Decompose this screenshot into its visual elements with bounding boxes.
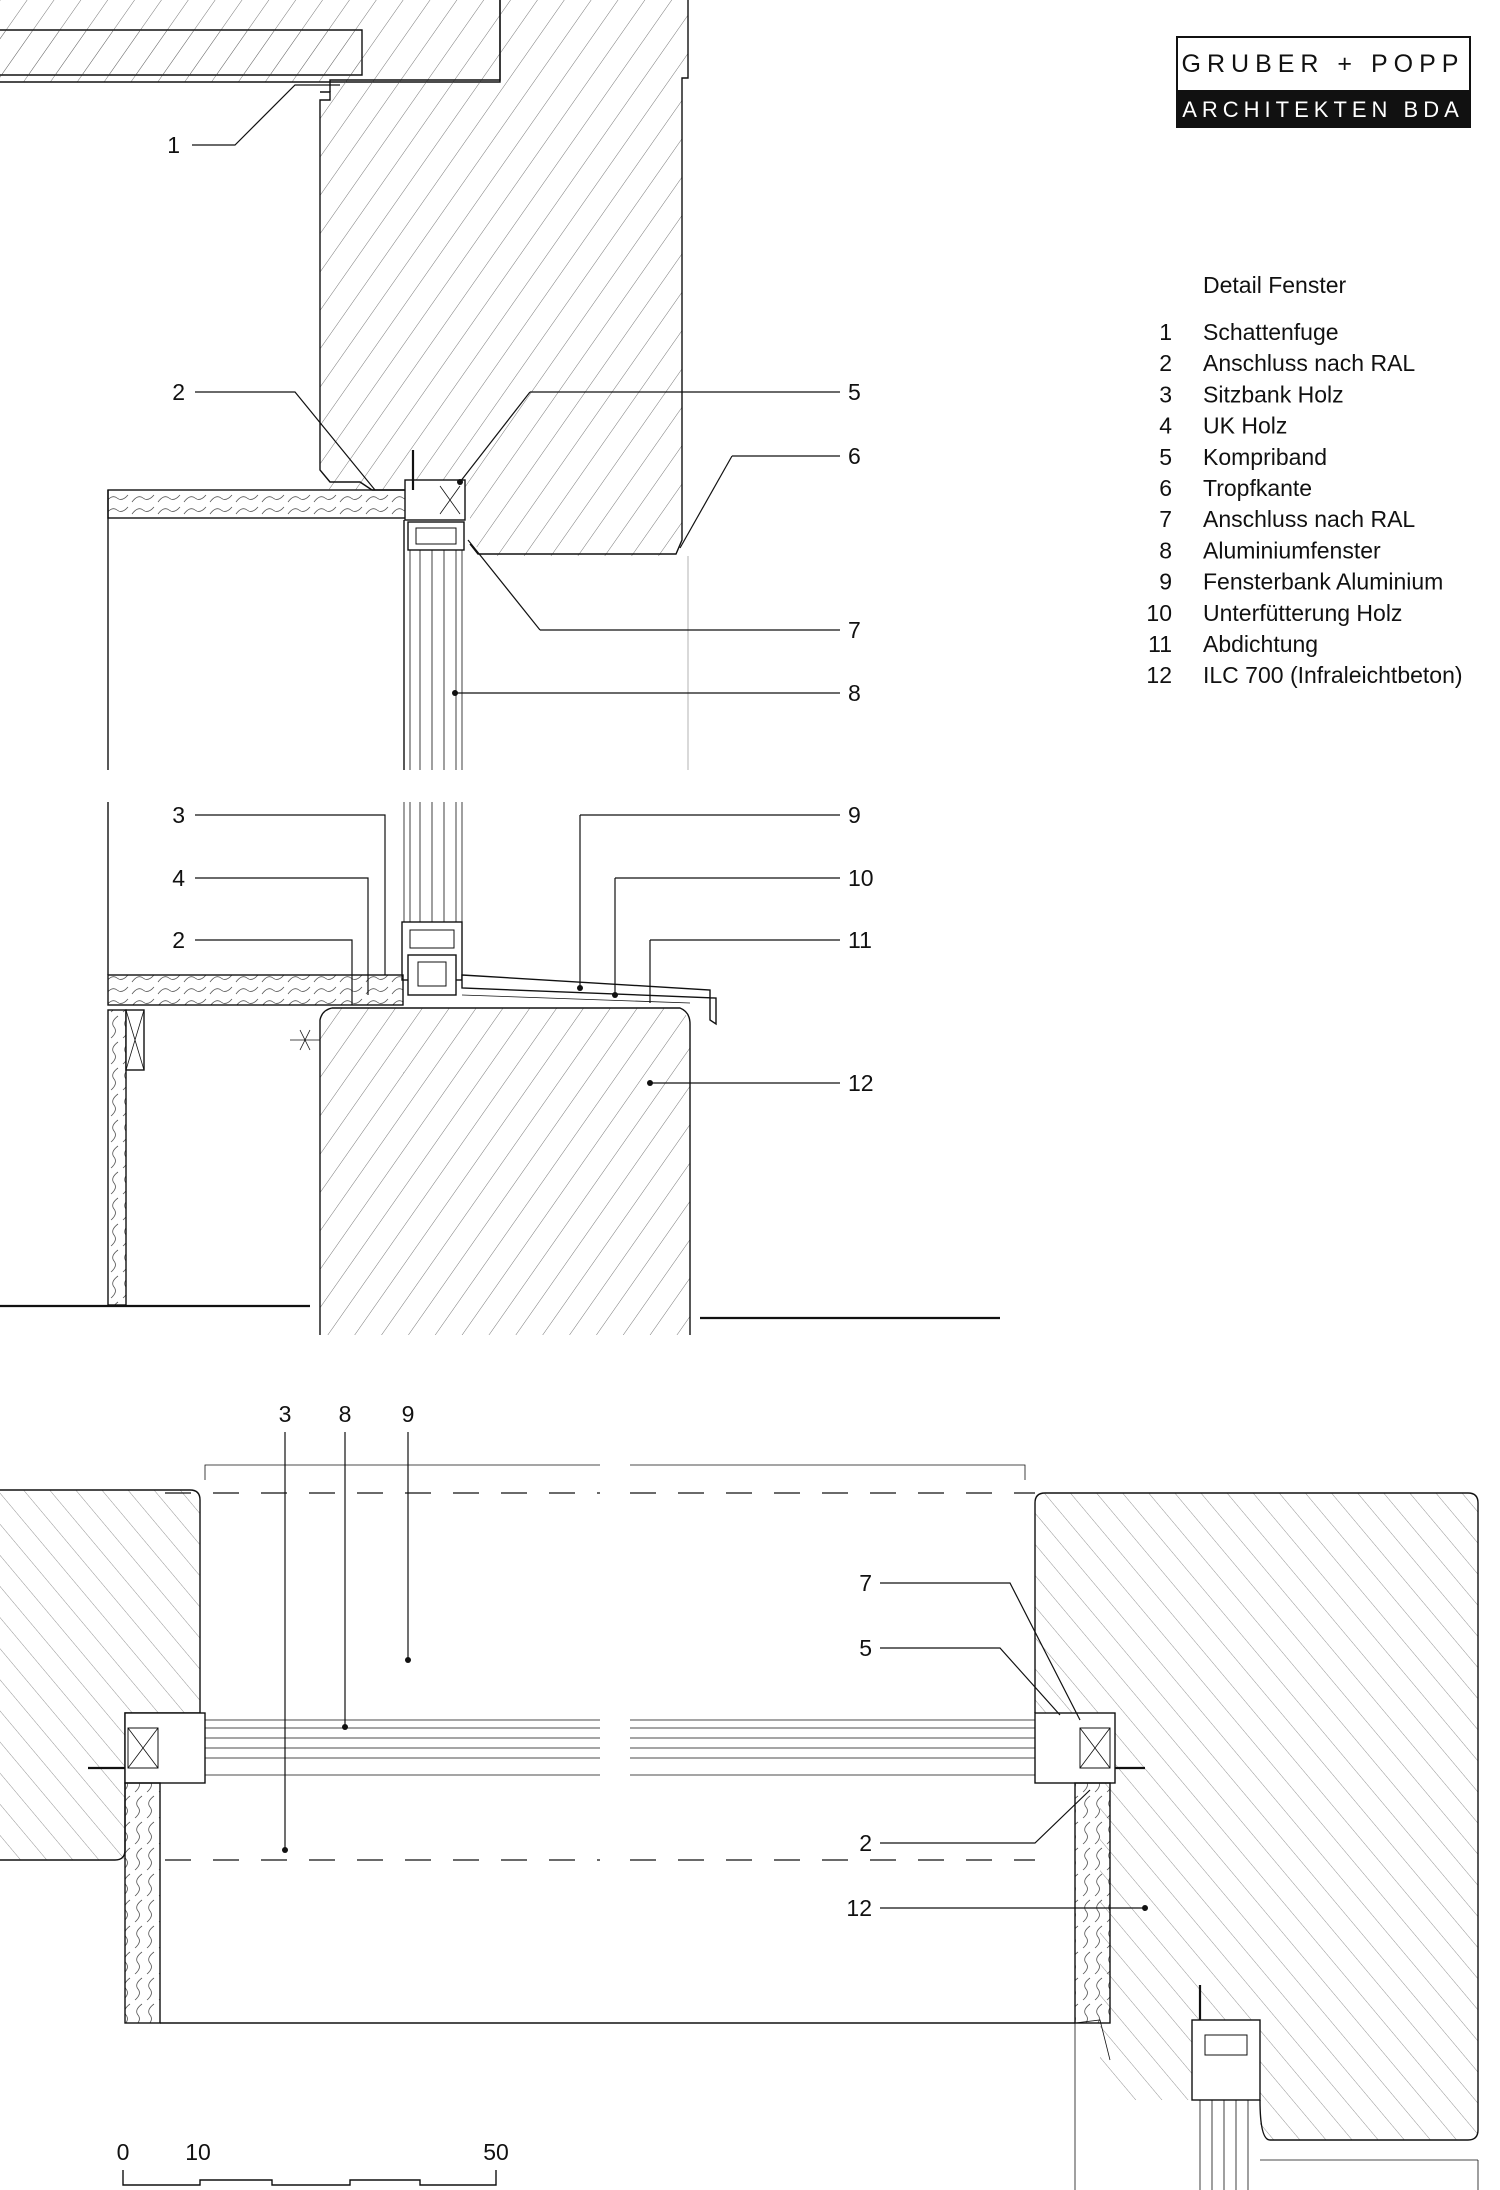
legend-item-label: Fensterbank Aluminium <box>1203 569 1443 595</box>
scale-label-0: 0 <box>117 2139 130 2165</box>
legend-item-label: UK Holz <box>1203 413 1287 439</box>
legend-item-number: 10 <box>1146 600 1172 626</box>
legend-item-number: 6 <box>1159 475 1172 501</box>
legend-item-label: Abdichtung <box>1203 631 1318 657</box>
callout-2-bottom: 2 <box>172 927 185 953</box>
legend-item-label: Tropfkante <box>1203 475 1312 501</box>
plan-callouts: 3 8 9 7 5 2 12 <box>279 1401 872 1921</box>
legend-item-label: Schattenfuge <box>1203 319 1339 345</box>
plan-callout-5: 5 <box>859 1635 872 1661</box>
callout-10: 10 <box>848 865 874 891</box>
legend-item-label: Kompriband <box>1203 444 1327 470</box>
callout-8: 8 <box>848 680 861 706</box>
legend-item-number: 5 <box>1159 444 1172 470</box>
callout-leaders <box>192 84 1145 1909</box>
legend-item-number: 1 <box>1159 319 1172 345</box>
plan-callout-9: 9 <box>402 1401 415 1427</box>
callout-6: 6 <box>848 443 861 469</box>
callout-1: 1 <box>167 132 180 158</box>
legend-item-label: Aluminiumfenster <box>1203 537 1381 563</box>
callout-7: 7 <box>848 617 861 643</box>
vertical-section <box>0 0 689 770</box>
callout-2-top: 2 <box>172 379 185 405</box>
callout-4: 4 <box>172 865 185 891</box>
legend-item-label: Anschluss nach RAL <box>1203 506 1415 532</box>
legend-item-number: 3 <box>1159 381 1172 407</box>
plan-section <box>0 1464 1479 2190</box>
legend-item-label: Sitzbank Holz <box>1203 381 1344 407</box>
section-callouts: 1 2 5 6 7 8 3 4 2 9 10 11 12 <box>167 132 873 1096</box>
legend-item-number: 4 <box>1159 413 1172 439</box>
plan-callout-12: 12 <box>846 1895 872 1921</box>
sill-section <box>0 802 1000 1335</box>
scale-label-10: 10 <box>185 2139 211 2165</box>
callout-5: 5 <box>848 379 861 405</box>
plan-callout-8: 8 <box>339 1401 352 1427</box>
legend-item-label: Anschluss nach RAL <box>1203 350 1415 376</box>
logo-line-1: GRUBER + POPP <box>1182 50 1465 78</box>
legend-title: Detail Fenster <box>1203 272 1347 298</box>
plan-callout-2: 2 <box>859 1830 872 1856</box>
legend-item-number: 2 <box>1159 350 1172 376</box>
callout-dots <box>282 479 1148 1911</box>
plan-callout-3: 3 <box>279 1401 292 1427</box>
scale-label-50: 50 <box>483 2139 509 2165</box>
logo-line-2: ARCHITEKTEN BDA <box>1182 97 1464 122</box>
legend-item-number: 11 <box>1148 631 1172 657</box>
legend-item-number: 7 <box>1159 506 1172 532</box>
plan-callout-7: 7 <box>859 1570 872 1596</box>
callout-3: 3 <box>172 802 185 828</box>
legend-item-number: 12 <box>1146 662 1172 688</box>
legend-item-number: 9 <box>1159 569 1172 595</box>
firm-logo: GRUBER + POPP ARCHITEKTEN BDA <box>1176 36 1471 128</box>
legend-item-number: 8 <box>1159 537 1172 563</box>
scale-bar: 0 10 50 <box>117 2139 509 2186</box>
legend-item-label: Unterfütterung Holz <box>1203 600 1402 626</box>
legend-item-label: ILC 700 (Infraleichtbeton) <box>1203 662 1463 688</box>
callout-12: 12 <box>848 1070 874 1096</box>
callout-11: 11 <box>848 927 872 953</box>
callout-9: 9 <box>848 802 861 828</box>
